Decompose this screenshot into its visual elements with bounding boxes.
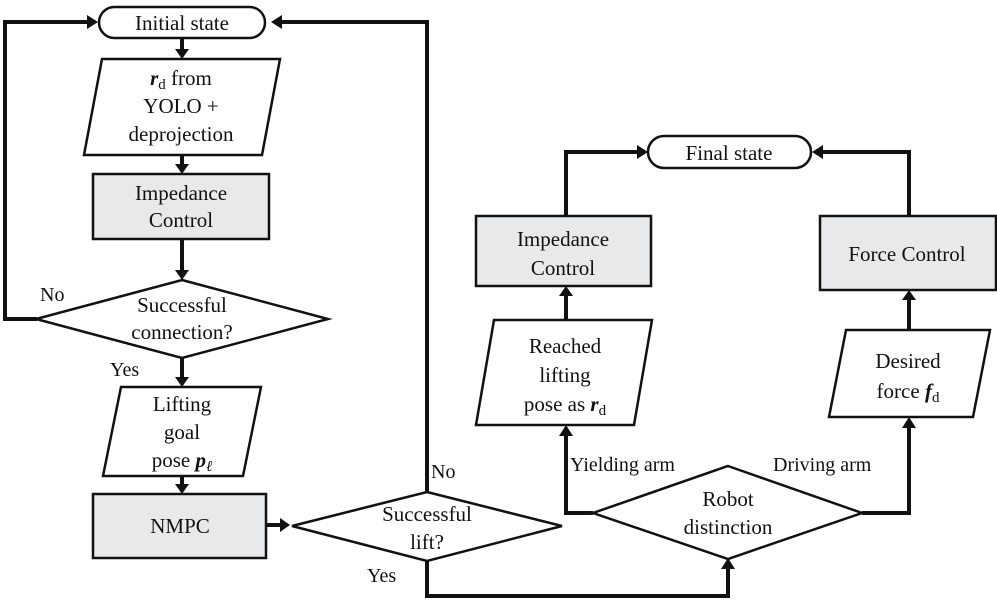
arrow-lift-no	[276, 20, 429, 492]
reached-pose-line3: pose as rd	[524, 392, 607, 419]
lift-no-label: No	[431, 461, 455, 483]
robot-distinction-line2: distinction	[684, 515, 773, 539]
arrow-connection-yes	[175, 377, 189, 387]
impedance-control-left-node: Impedance Control	[91, 172, 271, 241]
initial-state-label: Initial state	[135, 11, 229, 35]
arrow-rd-to-impedance	[175, 164, 189, 174]
force-control-node: Force Control	[818, 214, 997, 292]
connectors	[3, 15, 916, 598]
lifting-goal-node: Lifting goal pose pℓ	[101, 385, 263, 478]
arrow-driving-arm	[862, 424, 911, 515]
driving-arm-label: Driving arm	[773, 454, 872, 476]
arrow-impedance-to-final	[564, 150, 642, 216]
nmpc-label: NMPC	[150, 514, 210, 538]
lifting-goal-line1: Lifting	[153, 392, 212, 416]
arrow-force-to-final	[818, 150, 911, 216]
lift-decision-line1: Successful	[382, 502, 472, 526]
arrow-lifting-to-nmpc	[175, 484, 189, 494]
lifting-goal-line2: goal	[164, 420, 200, 444]
robot-distinction-line1: Robot	[702, 487, 754, 511]
reached-pose-line2: lifting	[539, 363, 591, 387]
connection-no-label: No	[40, 284, 64, 306]
rd-input-line1: rd from	[150, 66, 212, 93]
connection-yes-label: Yes	[110, 359, 139, 381]
impedance-right-line1: Impedance	[517, 227, 609, 251]
force-control-label: Force Control	[848, 242, 965, 266]
desired-force-line1: Desired	[875, 349, 941, 373]
impedance-left-line1: Impedance	[135, 181, 227, 205]
lift-decision-node: Successful lift?	[291, 490, 563, 563]
impedance-control-right-node: Impedance Control	[474, 214, 653, 288]
initial-state-node: Initial state	[97, 5, 267, 40]
lift-yes-label: Yes	[367, 565, 396, 587]
connection-decision-line2: connection?	[131, 320, 232, 344]
arrow-yielding-arm	[564, 432, 593, 515]
reached-pose-line1: Reached	[529, 334, 602, 358]
connection-decision-line1: Successful	[137, 293, 227, 317]
arrow-lift-yes	[425, 561, 730, 598]
rd-input-line3: deprojection	[129, 122, 234, 146]
impedance-right-line2: Control	[531, 256, 595, 280]
desired-force-node: Desired force fd	[827, 328, 992, 419]
desired-force-line2: force fd	[877, 379, 940, 406]
rd-input-node: rd from YOLO + deprojection	[82, 57, 282, 157]
arrow-impedance-to-connection	[175, 270, 189, 280]
impedance-left-line2: Control	[149, 208, 213, 232]
lift-decision-line2: lift?	[410, 530, 444, 554]
lifting-goal-line3: pose pℓ	[152, 448, 213, 475]
nmpc-node: NMPC	[91, 492, 268, 560]
connection-decision-node: Successful connection?	[31, 278, 333, 360]
final-state-node: Final state	[646, 134, 813, 170]
robot-distinction-node: Robot distinction	[589, 464, 866, 561]
final-state-label: Final state	[686, 141, 773, 165]
yielding-arm-label: Yielding arm	[570, 454, 675, 476]
arrow-connection-no	[3, 20, 92, 321]
rd-input-line2: YOLO +	[143, 94, 218, 118]
reached-pose-node: Reached lifting pose as rd	[474, 318, 654, 427]
